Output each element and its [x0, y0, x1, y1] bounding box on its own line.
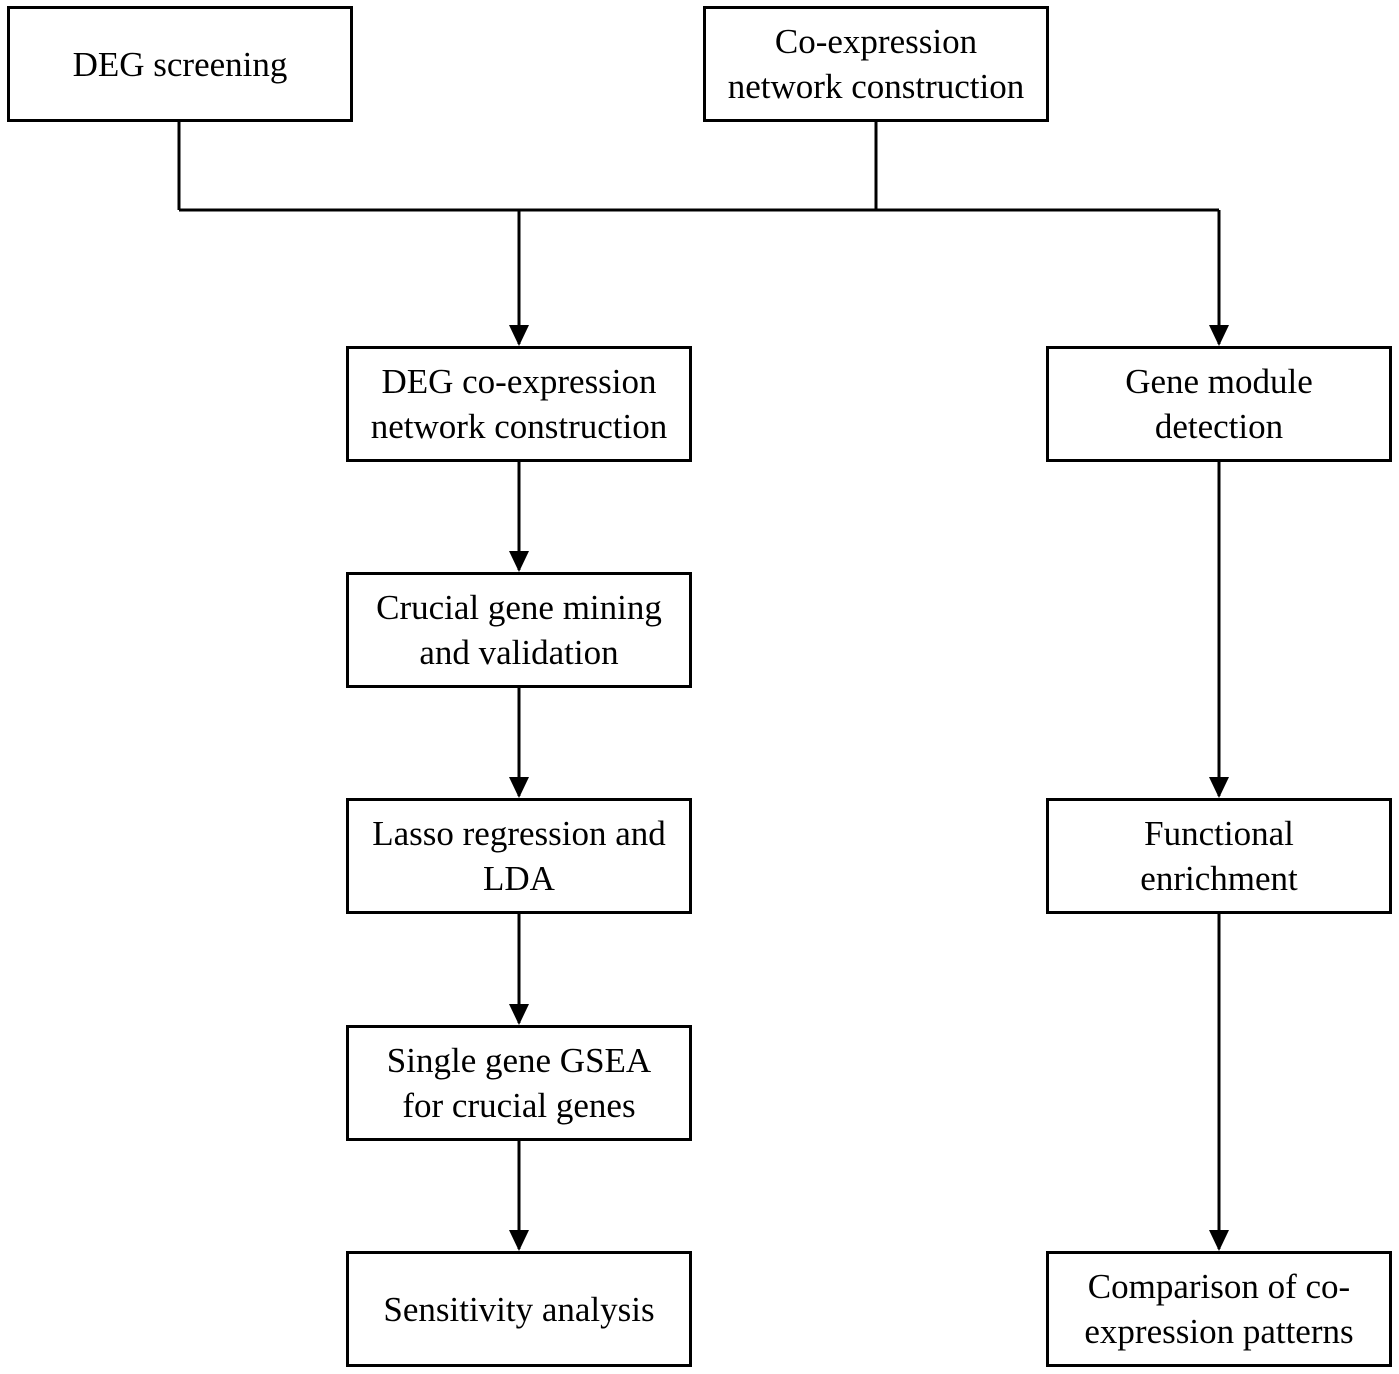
- node-coexpression-network-label: Co-expression network construction: [727, 22, 1025, 106]
- node-gsea-label: Single gene GSEA for crucial genes: [386, 1041, 652, 1125]
- arrowhead-gene-module: [1209, 325, 1229, 346]
- node-crucial-gene: Crucial gene mining and validation: [346, 572, 692, 688]
- arrowhead-functional: [1209, 777, 1229, 798]
- node-crucial-gene-label: Crucial gene mining and validation: [376, 588, 662, 672]
- node-comparison: Comparison of co- expression patterns: [1046, 1251, 1392, 1367]
- node-lasso-label: Lasso regression and LDA: [372, 814, 666, 898]
- node-deg-screening: DEG screening: [7, 6, 353, 122]
- node-deg-coexpression-label: DEG co-expression network construction: [370, 362, 668, 446]
- node-functional: Functional enrichment: [1046, 798, 1392, 914]
- node-coexpression-network: Co-expression network construction: [703, 6, 1049, 122]
- node-gene-module-label: Gene module detection: [1125, 362, 1313, 446]
- arrowhead-deg-coexpression: [509, 325, 529, 346]
- arrowhead-sensitivity: [509, 1230, 529, 1251]
- node-lasso: Lasso regression and LDA: [346, 798, 692, 914]
- node-sensitivity: Sensitivity analysis: [346, 1251, 692, 1367]
- node-gene-module: Gene module detection: [1046, 346, 1392, 462]
- node-gsea: Single gene GSEA for crucial genes: [346, 1025, 692, 1141]
- node-comparison-label: Comparison of co- expression patterns: [1084, 1267, 1354, 1351]
- node-functional-label: Functional enrichment: [1140, 814, 1298, 898]
- node-deg-coexpression: DEG co-expression network construction: [346, 346, 692, 462]
- node-deg-screening-label: DEG screening: [72, 44, 288, 84]
- arrowhead-comparison: [1209, 1230, 1229, 1251]
- node-sensitivity-label: Sensitivity analysis: [383, 1289, 655, 1329]
- arrowhead-crucial-gene: [509, 551, 529, 572]
- arrowhead-lasso: [509, 777, 529, 798]
- arrowhead-gsea: [509, 1004, 529, 1025]
